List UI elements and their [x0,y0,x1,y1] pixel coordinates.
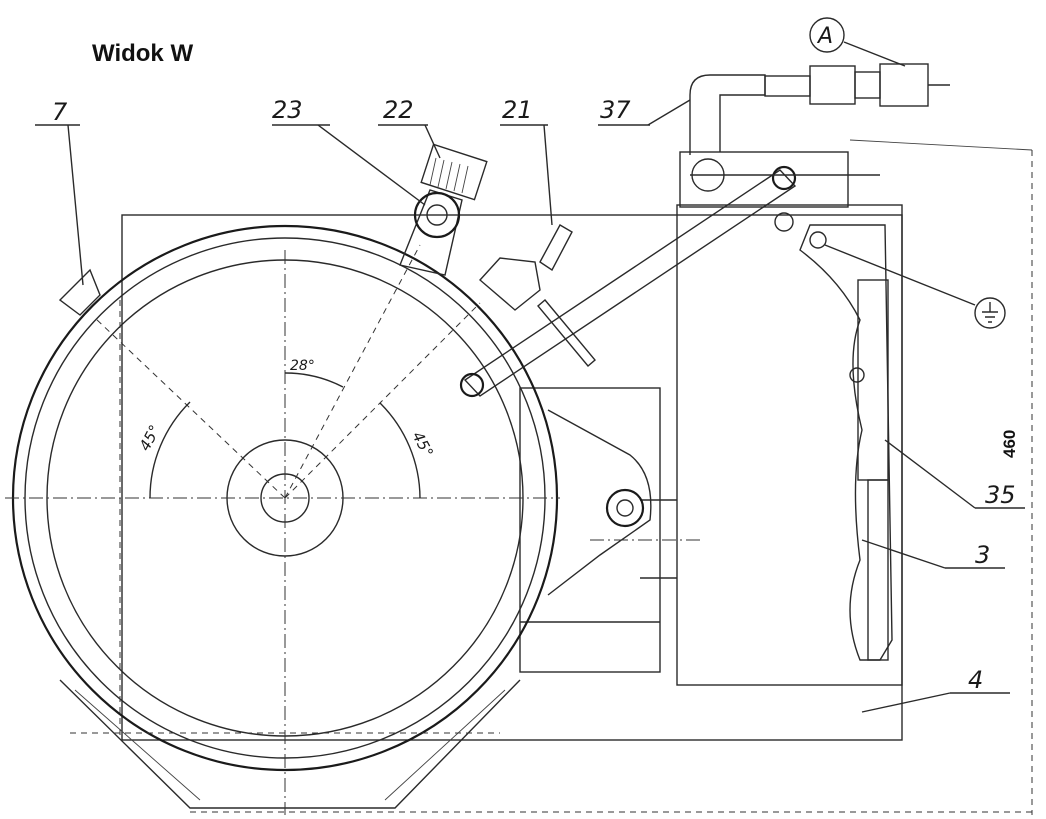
part-7-tab [58,268,101,316]
detail-a-circle [809,17,845,53]
valve-knob-knurl [429,157,469,194]
frame-top-line [849,139,1033,151]
view-title: Widok W [92,40,194,67]
label-4: 4 [968,666,983,694]
union-nut-1 [809,65,856,105]
label-a: A [816,24,833,49]
radial-right [284,302,481,499]
angle-arc-middle [284,372,344,388]
label-23: 23 [272,96,303,124]
leader-22 [424,124,441,159]
panel-screw [849,367,865,383]
pipe-end-right [771,165,797,191]
leader-3 [861,539,946,569]
label-37: 37 [600,96,631,124]
ground-icon [982,302,998,323]
valve-fitting-inner [426,204,448,226]
pivot-bracket [547,409,652,596]
elbow-pipe [689,74,766,155]
leader-a [843,41,906,67]
housing-body [121,214,903,741]
ground-symbol-circle [974,297,1006,329]
leader-21 [543,124,553,226]
label-3: 3 [975,541,990,569]
valve-knob [420,143,488,201]
fitting-21-nozzle [539,224,573,272]
label-7: 7 [52,98,68,126]
radial-left [94,317,286,499]
leader-35 [884,439,976,509]
valve-fitting-outer [413,191,461,239]
pivot-bolt-outer [605,488,645,528]
leader-23 [317,124,426,206]
control-box [676,204,903,686]
pipe-end-left [459,372,485,398]
ground-screw [809,231,827,249]
fitting-21-body [478,257,541,311]
leader-4 [861,692,951,713]
base-support [59,679,521,809]
pivot-bolt-inner [616,499,634,517]
motor-mount-block [519,387,661,673]
fitting-21-stem [537,299,596,367]
base-support-inner [74,689,506,801]
leader-7 [67,124,84,286]
angle-arc-right [379,402,421,499]
connector-block [679,151,849,208]
angle-middle-label: 28° [290,358,315,374]
label-35: 35 [985,481,1016,509]
union-body [854,71,881,99]
panel-3 [867,479,889,661]
label-22: 22 [383,96,414,124]
mount-bolt [774,212,794,232]
valve-body [399,189,463,276]
nipple [764,75,811,97]
label-21: 21 [502,96,533,124]
angle-arc-left [149,401,191,499]
leader-ground [824,244,976,306]
panel-cutout [799,224,893,661]
union-nut-2 [879,63,929,107]
gas-pipe [463,169,797,397]
radial-middle [284,244,421,499]
leader-37 [647,99,691,126]
